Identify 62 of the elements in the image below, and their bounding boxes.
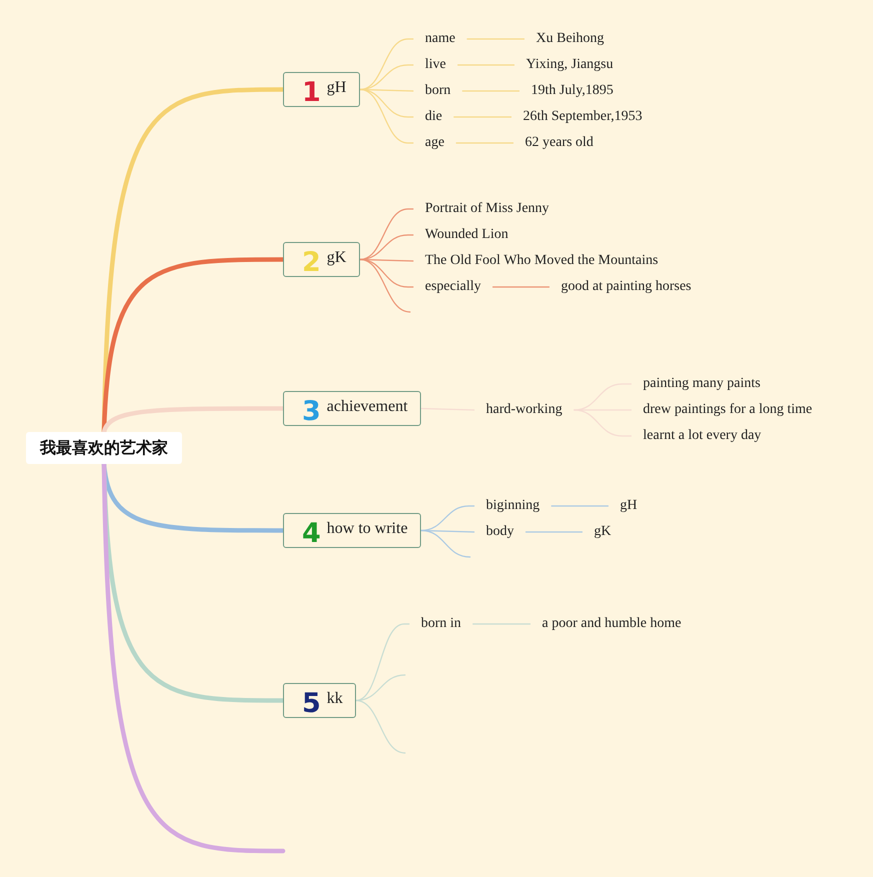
subtopic-label: good at painting horses (549, 277, 704, 297)
branch-topic (283, 683, 356, 718)
branch-line (492, 286, 550, 288)
topic-text: gH (326, 78, 346, 96)
topic-text: how to write (326, 520, 408, 538)
branch-line (355, 700, 406, 754)
central-topic: 我最喜欢的艺术家 (26, 432, 182, 464)
branch-line (472, 623, 531, 625)
branch-line (574, 383, 632, 411)
subtopic-label: Portrait of Miss Jenny (413, 199, 562, 219)
branch-line (420, 530, 471, 558)
branch-line (525, 531, 583, 533)
subtopic-label: especially (413, 277, 493, 297)
branch-line (102, 462, 286, 854)
branch-line (355, 623, 410, 702)
subtopic-label: Wounded Lion (413, 225, 520, 245)
branch-line (359, 208, 414, 260)
subtopic-label: 26th September,1953 (511, 107, 654, 127)
branch-topic (283, 72, 360, 107)
subtopic-label: 62 years old (513, 133, 606, 153)
subtopic-label: learnt a lot every day (631, 426, 774, 446)
subtopic-label: age (413, 133, 456, 153)
branch-line (456, 142, 514, 144)
branch-line (462, 90, 520, 92)
branch-line (457, 64, 515, 66)
subtopic-label: gH (608, 496, 650, 516)
branch-topic (283, 391, 421, 426)
subtopic-label: born (413, 81, 463, 101)
subtopic-label: drew paintings for a long time (631, 400, 824, 420)
branch-topic (283, 242, 360, 277)
branch-line (454, 116, 512, 118)
subtopic-label: born in (409, 614, 474, 634)
branch-line (359, 258, 411, 313)
subtopic-label: a poor and humble home (530, 614, 694, 634)
subtopic-label: Xu Beihong (524, 29, 616, 49)
subtopic-label: live (413, 55, 458, 75)
subtopic-label: Yixing, Jiangsu (514, 55, 626, 75)
branch-line (551, 505, 609, 507)
branch-line (574, 409, 632, 437)
priority-number: 1 (302, 79, 321, 106)
branch-line (102, 87, 286, 434)
branch-line (359, 38, 414, 90)
topic-text: kk (326, 690, 343, 708)
subtopic-label: biginning (474, 496, 552, 516)
priority-number: 5 (302, 690, 321, 717)
subtopic-label: 19th July,1895 (519, 81, 626, 101)
subtopic-label: gK (582, 522, 624, 542)
branch-line (359, 88, 414, 144)
subtopic-label: name (413, 29, 468, 49)
subtopic-label: hard-working (474, 400, 574, 420)
branch-topic (283, 513, 421, 548)
subtopic-label: body (474, 522, 526, 542)
subtopic-label: die (413, 107, 454, 127)
priority-number: 4 (302, 520, 321, 547)
topic-text: gK (326, 248, 346, 266)
subtopic-label: painting many paints (631, 374, 772, 394)
branch-line (466, 38, 525, 40)
branch-line (102, 406, 286, 434)
priority-number: 3 (302, 398, 321, 425)
topic-text: achievement (326, 398, 408, 416)
priority-number: 2 (302, 249, 321, 276)
subtopic-label: The Old Fool Who Moved the Mountains (413, 251, 670, 271)
